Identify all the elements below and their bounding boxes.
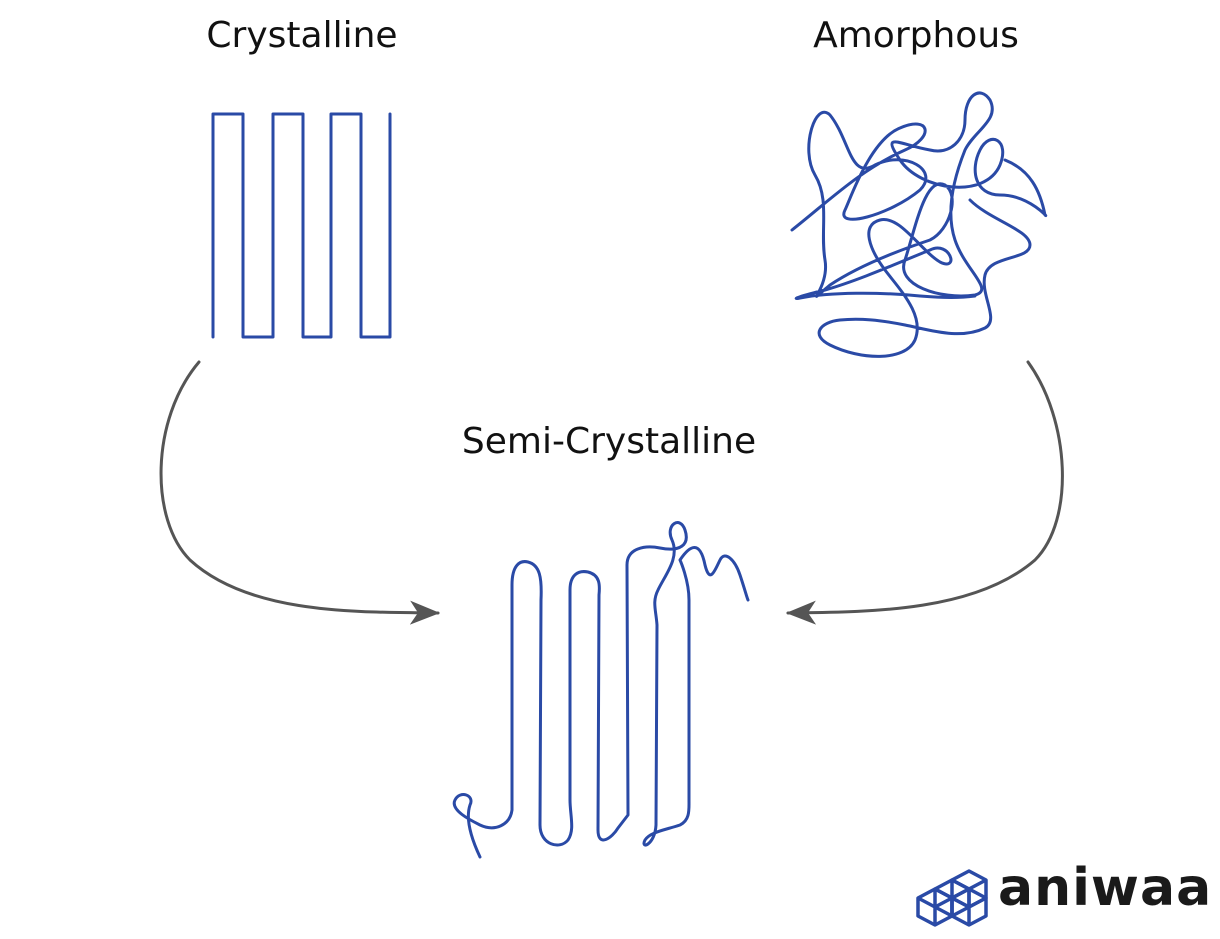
arrow-amorphous-to-semi [786,360,1064,625]
crystalline-label: Crystalline [206,15,398,56]
amorphous-chain [790,91,1048,358]
semi-crystalline-label: Semi-Crystalline [461,421,757,462]
amorphous-label: Amorphous [813,15,1019,56]
arrow-crystalline-to-semi [159,360,440,625]
crystalline-chain [211,112,392,339]
aniwaa-logo-icon [916,869,988,927]
semi-crystalline-chain [452,521,750,859]
aniwaa-logo-text: aniwaa [998,858,1213,918]
